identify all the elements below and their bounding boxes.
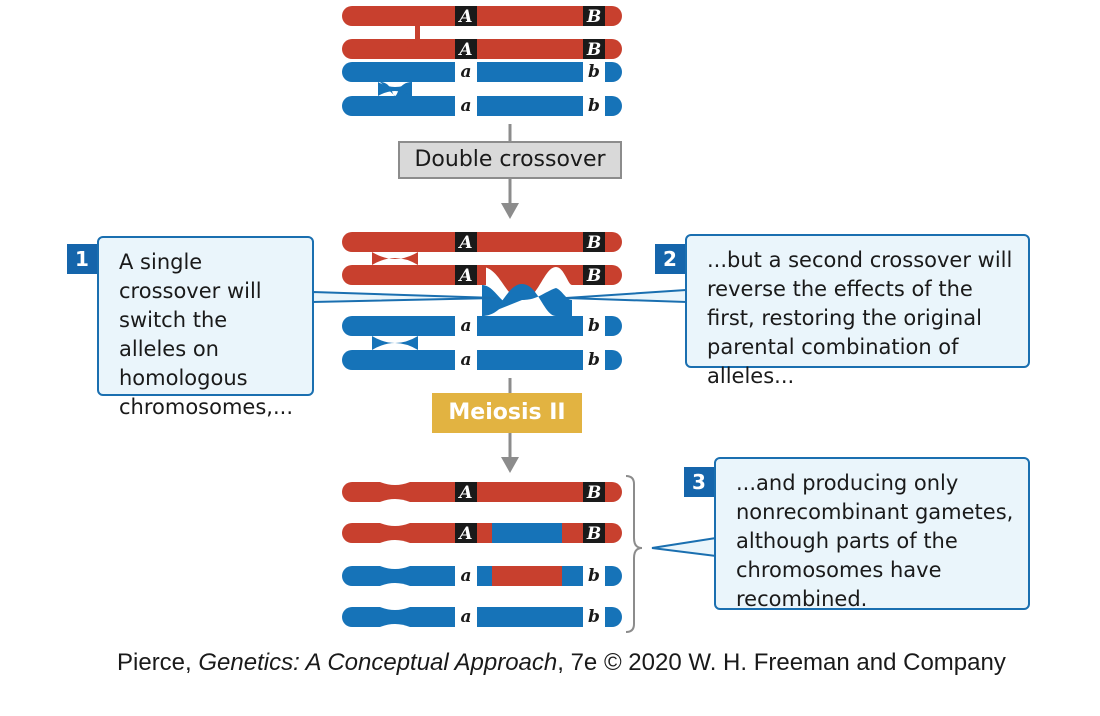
meiosis-ii-label: Meiosis II [432, 393, 582, 433]
callout-2-text: ...but a second crossover will reverse t… [707, 248, 1013, 388]
callout-1: A single crossover will switch the allel… [97, 236, 314, 419]
allele-A: A [457, 7, 472, 27]
callout-1-pointer [312, 290, 497, 304]
arrow-head [501, 203, 519, 219]
allele-a: a [460, 607, 471, 627]
caption-author: Pierce, [117, 649, 199, 676]
double-crossover-label: Double crossover [398, 141, 622, 179]
parental-chromosome-red [342, 6, 622, 59]
caption-book-title: Genetics: A Conceptual Approach [198, 649, 558, 676]
callout-3-text: ...and producing only nonrecombinant gam… [736, 471, 1014, 611]
allele-tags-top: A B A B a b a b [455, 6, 605, 116]
allele-A: A [457, 524, 472, 544]
allele-b: b [588, 96, 600, 116]
allele-A: A [457, 233, 472, 253]
gamete-bracket [625, 475, 643, 633]
allele-b: b [588, 566, 600, 586]
callout-2: ...but a second crossover will reverse t… [685, 234, 1030, 388]
caption-rest: , 7e © 2020 W. H. Freeman and Company [557, 649, 1006, 676]
allele-a: a [460, 96, 471, 116]
allele-a: a [460, 350, 471, 370]
allele-B: B [586, 266, 601, 286]
crossover-chromosomes [342, 232, 622, 370]
allele-tags-middle: A B A B a b a b [455, 232, 605, 370]
source-caption: Pierce, Genetics: A Conceptual Approach,… [117, 645, 1017, 680]
chromatid-top-4 [342, 96, 622, 116]
allele-b: b [588, 316, 600, 336]
allele-B: B [586, 7, 601, 27]
allele-b: b [588, 62, 600, 82]
callout-2-pointer [565, 288, 687, 304]
allele-tags-bottom: A B A B a b a b [455, 482, 605, 627]
parental-chromosome-blue [342, 62, 622, 116]
allele-A: A [457, 483, 472, 503]
callout-3: ...and producing only nonrecombinant gam… [714, 457, 1030, 611]
allele-b: b [588, 350, 600, 370]
allele-B: B [586, 483, 601, 503]
allele-A: A [457, 40, 472, 60]
allele-B: B [586, 233, 601, 253]
callout-3-pointer [651, 536, 717, 558]
allele-A: A [457, 266, 472, 286]
allele-a: a [460, 316, 471, 336]
arrow-head [501, 457, 519, 473]
gametes [342, 482, 622, 627]
allele-B: B [586, 524, 601, 544]
callout-3-number: 3 [684, 467, 714, 497]
chromatid-top-3 [342, 62, 622, 82]
allele-B: B [586, 40, 601, 60]
allele-a: a [460, 62, 471, 82]
allele-b: b [588, 607, 600, 627]
callout-1-text: A single crossover will switch the allel… [119, 250, 293, 419]
callout-2-number: 2 [655, 244, 685, 274]
callout-1-number: 1 [67, 244, 97, 274]
allele-a: a [460, 566, 471, 586]
